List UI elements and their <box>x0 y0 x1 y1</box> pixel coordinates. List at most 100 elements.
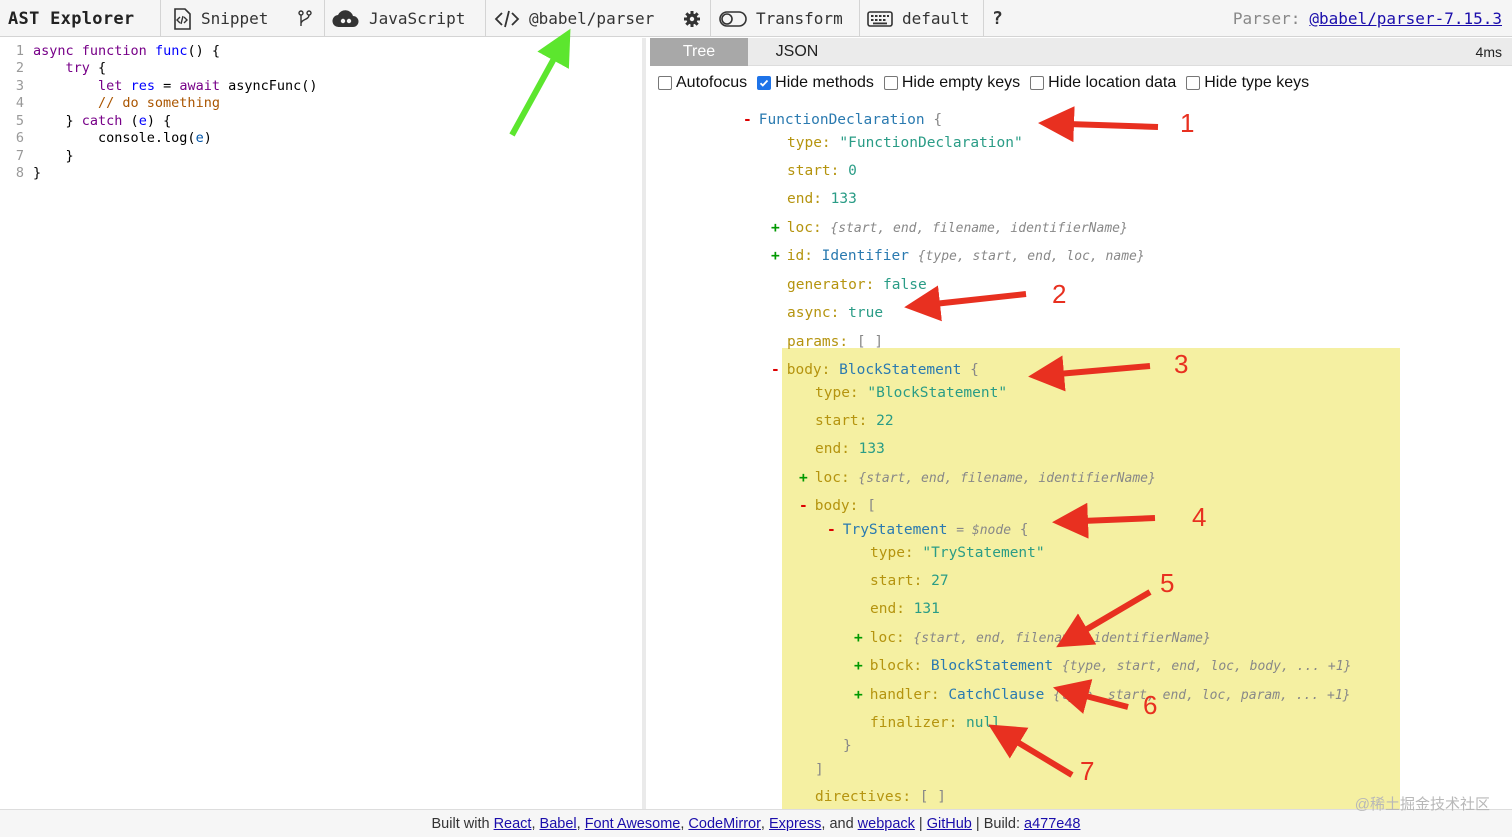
tree-row[interactable]: type: "FunctionDeclaration" <box>787 135 1023 151</box>
app-title: AST Explorer <box>8 8 135 29</box>
fork-button[interactable] <box>298 0 312 37</box>
tree-row[interactable]: +loc: {start, end, filename, identifierN… <box>771 220 1128 236</box>
tree-brace: { <box>933 112 943 128</box>
tree-key-separator: : <box>849 385 859 401</box>
tree-row[interactable]: end: 133 <box>815 441 885 457</box>
tree-row[interactable]: directives: [ ] <box>815 789 946 805</box>
hide-type-keys-checkbox[interactable] <box>1186 76 1201 90</box>
footer-link-github[interactable]: GitHub <box>926 815 972 832</box>
tree-row[interactable]: +loc: {start, end, filename, identifierN… <box>799 470 1156 486</box>
footer-built-with: Built with <box>431 815 490 832</box>
tree-row[interactable]: +handler: CatchClause {type, start, end,… <box>854 687 1351 703</box>
code-file-icon <box>172 7 192 30</box>
toggle-icon <box>719 10 747 28</box>
hide-empty-keys-checkbox[interactable] <box>883 76 898 90</box>
footer-link-babel[interactable]: Babel <box>539 815 577 832</box>
tree-key: block <box>869 658 914 674</box>
tree-summary: {type, start, end, loc, name} <box>917 249 1145 264</box>
tree-key-separator: : <box>930 687 940 703</box>
tree-value: 133 <box>858 441 885 457</box>
tree-value: [ <box>867 498 876 514</box>
tree-key: directives <box>815 789 903 805</box>
tree-value: 27 <box>931 573 949 589</box>
tree-toggle[interactable]: + <box>854 687 863 703</box>
tree-key: loc <box>869 630 896 646</box>
pointer-arrow-parser <box>509 28 571 137</box>
tree-row[interactable]: generator: false <box>787 277 927 293</box>
tree-row[interactable]: start: 0 <box>787 163 857 179</box>
autofocus-option[interactable]: Autofocus <box>658 74 747 92</box>
footer-build-hash[interactable]: a477e48 <box>1024 815 1081 832</box>
tree-toggle[interactable]: + <box>854 630 863 646</box>
tree-brace: { <box>970 362 979 378</box>
tree-toggle[interactable]: + <box>771 248 780 264</box>
footer-link-express[interactable]: Express <box>768 815 822 832</box>
tree-summary: {type, start, end, loc, body, ... +1} <box>1061 659 1352 674</box>
footer-link-react[interactable]: React <box>493 815 532 832</box>
tree-toggle[interactable]: + <box>771 220 780 236</box>
annotation-label-5: 5 <box>1160 568 1175 598</box>
tree-toggle[interactable]: - <box>771 362 780 378</box>
tree-row[interactable]: +id: Identifier {type, start, end, loc, … <box>771 248 1145 264</box>
transform-label: Transform <box>756 9 843 28</box>
tree-value: "BlockStatement" <box>867 385 1008 401</box>
hide-methods-option[interactable]: Hide methods <box>757 74 874 92</box>
transform-button[interactable]: Transform <box>719 0 843 37</box>
tree-key-separator: : <box>821 362 831 378</box>
footer-link-codemirror[interactable]: CodeMirror <box>688 815 761 832</box>
footer-link-webpack[interactable]: webpack <box>857 815 915 832</box>
snippet-button[interactable]: Snippet <box>172 0 268 37</box>
tree-key: generator <box>787 277 866 293</box>
annotation-arrow-7 <box>988 724 1074 778</box>
tree-row[interactable]: ] <box>815 762 824 778</box>
tree-row[interactable]: -body: [ <box>799 498 876 514</box>
tree-row[interactable]: start: 22 <box>815 413 894 429</box>
tree-toggle[interactable]: - <box>799 498 808 514</box>
tree-value: BlockStatement <box>839 362 962 378</box>
tree-row[interactable]: -FunctionDeclaration { <box>743 112 942 128</box>
autofocus-checkbox[interactable] <box>658 76 672 90</box>
tree-row[interactable]: +block: BlockStatement {type, start, end… <box>854 658 1351 674</box>
tree-toggle[interactable]: - <box>743 112 752 128</box>
tree-row[interactable]: -TryStatement = $node { <box>827 522 1029 538</box>
parser-version-link[interactable]: @babel/parser-7.15.3 <box>1309 9 1502 28</box>
tree-value: 0 <box>848 163 857 179</box>
parser-button[interactable]: @babel/parser <box>494 0 654 37</box>
tree-row[interactable]: end: 131 <box>870 601 940 617</box>
tree-row[interactable]: type: "TryStatement" <box>870 545 1045 561</box>
tree-key: type <box>787 135 822 151</box>
tree-key-separator: : <box>821 135 831 151</box>
hide-methods-checkbox[interactable] <box>757 76 772 90</box>
parser-settings-button[interactable] <box>683 0 701 37</box>
tree-key-separator: : <box>904 545 914 561</box>
tree-key-separator: : <box>840 470 850 486</box>
hide-type-keys-option[interactable]: Hide type keys <box>1186 74 1309 92</box>
tree-row[interactable]: end: 133 <box>787 191 857 207</box>
keymap-button[interactable]: default <box>867 0 969 37</box>
hide-empty-keys-option[interactable]: Hide empty keys <box>883 74 1020 92</box>
help-button[interactable]: ? <box>992 8 1003 29</box>
tree-toggle[interactable]: + <box>799 470 808 486</box>
tree-row[interactable]: } <box>843 738 852 754</box>
hide-location-data-checkbox[interactable] <box>1030 76 1045 90</box>
tree-row[interactable]: params: [ ] <box>787 334 883 350</box>
hide-location-data-option[interactable]: Hide location data <box>1030 74 1176 92</box>
tree-toggle[interactable]: + <box>854 658 863 674</box>
language-button[interactable]: JavaScript <box>332 0 465 37</box>
tree-node-hint: = $node <box>956 523 1012 538</box>
tab-json[interactable]: JSON <box>775 43 819 60</box>
tab-tree[interactable]: Tree <box>650 38 748 66</box>
tree-row[interactable]: -body: BlockStatement { <box>771 362 979 378</box>
tree-row[interactable]: type: "BlockStatement" <box>815 385 1007 401</box>
annotation-label-7: 7 <box>1080 756 1095 786</box>
toolbar-divider <box>324 0 325 37</box>
annotation-label-3: 3 <box>1174 349 1189 379</box>
footer-link-font-awesome[interactable]: Font Awesome <box>584 815 681 832</box>
tree-row[interactable]: async: true <box>787 305 883 321</box>
tree-toggle[interactable]: - <box>827 522 836 538</box>
parse-timing: 4ms <box>1475 44 1502 60</box>
tree-key: end <box>870 601 897 617</box>
tree-key: end <box>815 441 842 457</box>
tree-row[interactable]: start: 27 <box>870 573 949 589</box>
